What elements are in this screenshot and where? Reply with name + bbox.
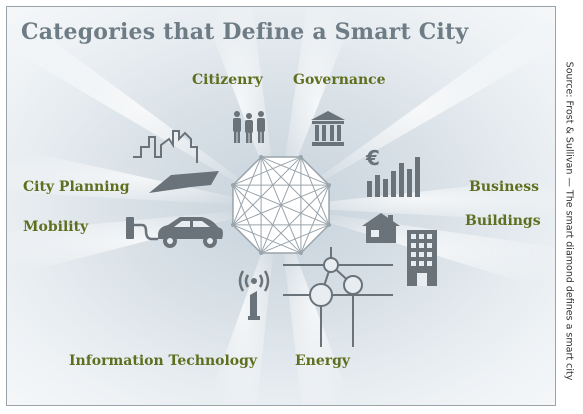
ray [202, 7, 278, 207]
octagon-vertex [327, 222, 332, 227]
octagon-vertex [230, 222, 235, 227]
octagon-vertex [259, 251, 264, 256]
label-mobility: Mobility [23, 219, 89, 235]
label-governance: Governance [293, 72, 386, 88]
source-caption: Source: Frost & Sullivan — The smart dia… [563, 61, 575, 381]
ray [278, 177, 555, 222]
octagon-connection-line [260, 156, 330, 186]
apartment-building-icon [407, 230, 437, 286]
octagon-vertex [230, 183, 235, 188]
diagram-title: Categories that Define a Smart City [21, 19, 469, 45]
euro-bar-chart-icon: € [365, 147, 420, 197]
people-icon [233, 111, 265, 143]
label-buildings: Buildings [465, 213, 541, 229]
ray [207, 207, 278, 405]
diagram-frame: Categories that Define a Smart City Citi… [6, 6, 556, 406]
energy-network-icon [283, 247, 393, 347]
ray [278, 7, 555, 207]
euro-symbol: € [365, 147, 380, 170]
label-city-planning: City Planning [23, 179, 130, 195]
government-building-icon [311, 111, 345, 146]
octagon-connection-line [300, 184, 330, 254]
label-business: Business [469, 179, 540, 195]
octagon-vertex [327, 183, 332, 188]
ray [7, 7, 278, 207]
octagon-vertex [298, 154, 303, 159]
octagon-connection-line [232, 156, 262, 226]
source-caption-wrapper: Source: Frost & Sullivan — The smart dia… [560, 36, 578, 406]
octagon-connection-line [232, 184, 330, 226]
octagon-connection-line [232, 156, 302, 186]
label-information-technology: Information Technology [69, 353, 258, 369]
label-citizenry: Citizenry [192, 72, 263, 88]
ray [7, 147, 278, 207]
skyline-icon [133, 130, 219, 193]
octagon-connection-line [260, 184, 330, 254]
ray [278, 207, 352, 405]
wireless-tower-icon [238, 270, 270, 320]
octagon-vertex [259, 154, 264, 159]
electric-car-icon [126, 217, 223, 248]
house-icon [362, 213, 400, 243]
octagon-vertex [298, 251, 303, 256]
label-energy: Energy [295, 353, 351, 369]
smart-diamond-octagon [230, 154, 332, 256]
